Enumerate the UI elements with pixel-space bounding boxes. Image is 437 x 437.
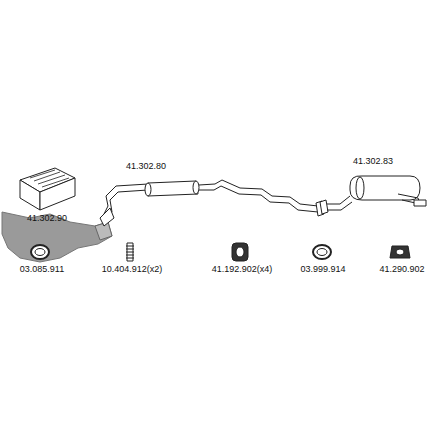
catalytic-converter [2,212,112,262]
sealing-ring [313,245,331,259]
rubber-mount [390,246,410,258]
front-pipe [100,180,324,226]
rear-pipe [320,176,426,214]
hardware-number: 41.290.902 [379,265,424,275]
sealing-ring [31,245,49,259]
part-number: 41.302.83 [353,157,393,167]
hardware-number: 03.085.911 [20,265,64,275]
part-number: 41.302.90 [27,214,67,224]
hardware-number: 41.192.902(x4) [212,265,273,275]
hardware-number: 03.999.914 [300,265,345,275]
spring-bolt [126,243,134,261]
hardware-number: 10.404.912(x2) [102,265,163,275]
rubber-hanger [232,243,248,261]
part-number: 41.302.80 [126,162,166,172]
clamp-kit-box [20,168,75,210]
